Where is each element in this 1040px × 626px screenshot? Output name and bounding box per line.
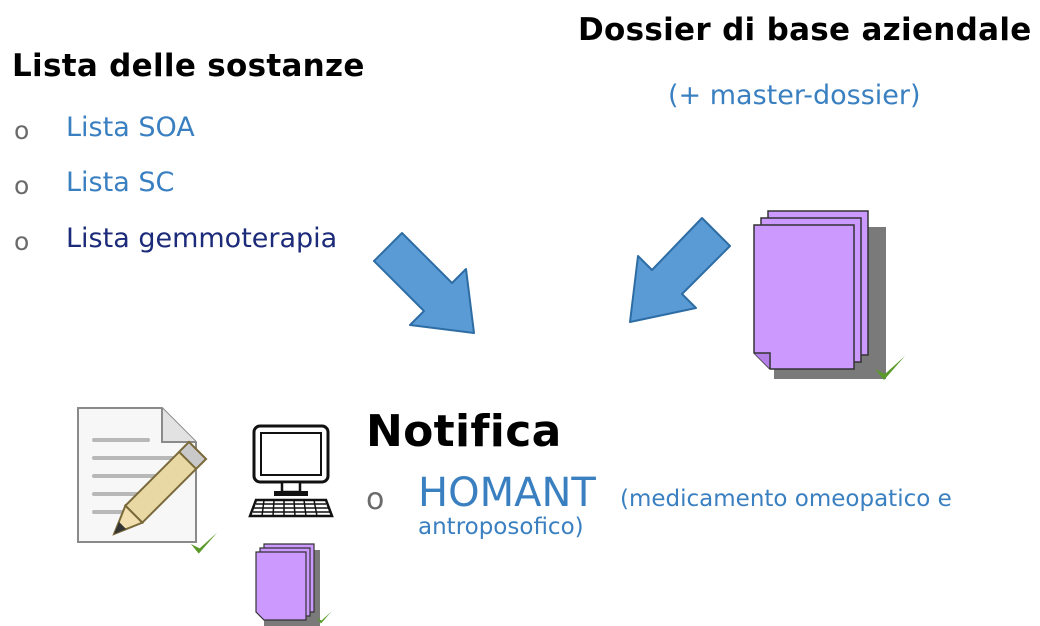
list-item-label: Lista SC	[66, 167, 175, 198]
list-item: o Lista SC	[14, 167, 314, 203]
bullet-icon: o	[14, 116, 30, 145]
dossier-title: Dossier di base aziendale	[578, 12, 1032, 48]
notifica-title: Notifica	[366, 406, 562, 457]
check-icon	[190, 532, 218, 554]
arrow-down-right-icon	[373, 232, 475, 334]
bullet-icon: o	[14, 227, 30, 256]
form-with-pencil-icon	[77, 407, 208, 543]
bullet-icon: o	[366, 482, 385, 517]
check-icon	[875, 356, 905, 380]
homant-label: HOMANT	[418, 470, 596, 516]
homant-description-line2: antroposofico)	[418, 514, 584, 540]
notifica-list-item: o HOMANT (medicamento omeopatico e antro…	[366, 470, 1036, 550]
homant-description-line1: (medicamento omeopatico e	[620, 486, 952, 512]
list-item-label: Lista gemmoterapia	[66, 223, 338, 254]
list-item-label: Lista SOA	[66, 112, 195, 143]
substance-list-title: Lista delle sostanze	[12, 48, 365, 84]
computer-icon	[248, 424, 334, 518]
check-icon	[316, 611, 332, 624]
list-item: o Lista SOA	[14, 112, 314, 148]
document-stack-icon	[753, 210, 886, 379]
bullet-icon: o	[14, 171, 30, 200]
dossier-subtitle: (+ master-dossier)	[668, 80, 921, 111]
arrow-down-left-icon	[629, 217, 731, 323]
list-item: o Lista gemmoterapia	[14, 223, 374, 259]
document-stack-icon	[255, 543, 320, 626]
